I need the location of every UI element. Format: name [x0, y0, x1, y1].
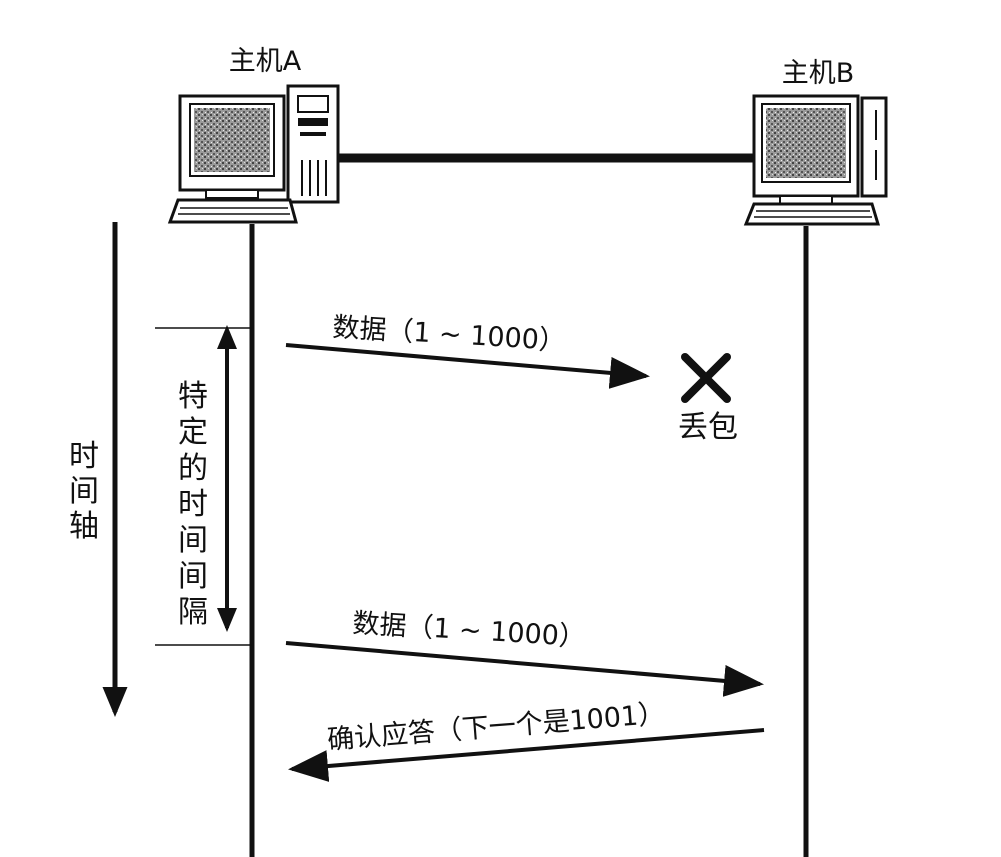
interval-label-group: 特定的时间间隔 — [178, 379, 208, 630]
message-3-arrow — [288, 728, 765, 782]
host-a-label: 主机A — [229, 46, 302, 77]
host-b-computer-icon — [743, 94, 888, 226]
packet-lost-label: 丢包 — [678, 410, 738, 445]
host-b-label: 主机B — [782, 58, 855, 89]
time-axis-text: 时间轴 — [69, 439, 99, 544]
message-2-label: 数据（1 ~ 1000） — [352, 608, 587, 653]
message-3-label: 确认应答（下一个是1001） — [326, 698, 666, 755]
time-axis-label-group: 时间轴 — [69, 439, 99, 544]
cross-icon — [681, 353, 731, 403]
message-1-arrow — [285, 343, 650, 389]
host-a-computer-icon — [167, 84, 340, 224]
interval-text: 特定的时间间隔 — [178, 379, 208, 630]
message-2-arrow — [285, 641, 764, 697]
